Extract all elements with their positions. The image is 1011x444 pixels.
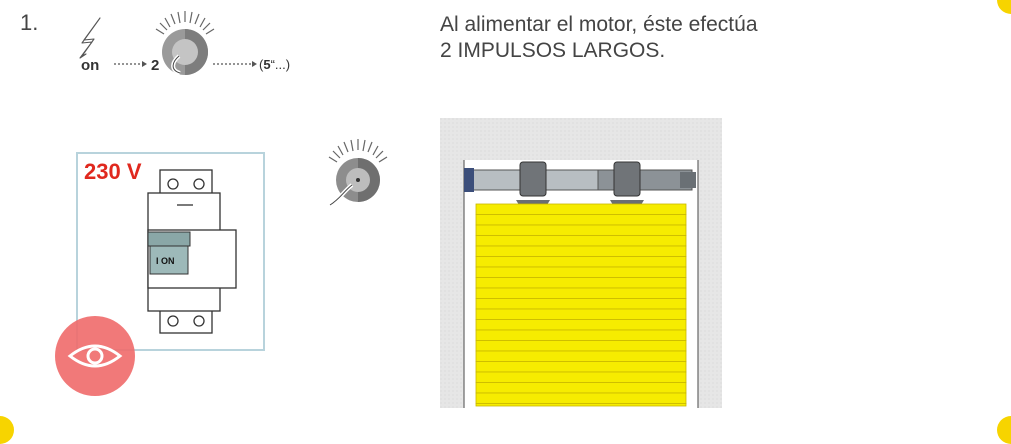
shutter-slat bbox=[475, 319, 687, 331]
eye-icon bbox=[55, 316, 135, 396]
motor-head-icon bbox=[328, 139, 388, 207]
circuit-breaker-illustration: I ON 230 V bbox=[55, 152, 265, 396]
shutter-slat bbox=[475, 361, 687, 373]
duration-value: 5 bbox=[263, 57, 270, 72]
shutter-slat bbox=[475, 298, 687, 310]
instruction-line-2: 2 IMPULSOS LARGOS. bbox=[440, 39, 666, 62]
shutter-slat bbox=[475, 392, 687, 404]
power-on-label: on bbox=[81, 57, 99, 74]
shutter-slat bbox=[475, 235, 687, 247]
shutter-slat bbox=[475, 329, 687, 341]
shutter-slat bbox=[475, 214, 687, 226]
shutter-slats bbox=[475, 203, 687, 407]
shutter-slat bbox=[475, 277, 687, 289]
shutter-slat bbox=[475, 382, 687, 394]
shutter-slat bbox=[475, 245, 687, 257]
breaker-switch-label: I ON bbox=[156, 256, 175, 266]
power-sequence: on 2 (5“...) bbox=[79, 11, 290, 75]
duration-open-paren: ( bbox=[259, 57, 264, 72]
instruction-line-1: Al alimentar el motor, éste efectúa bbox=[440, 13, 758, 36]
breaker-voltage-label: 230 V bbox=[84, 159, 142, 184]
shutter-slat bbox=[475, 203, 687, 215]
power-zigzag-icon bbox=[79, 17, 101, 59]
svg-text:(5“...): (5“...) bbox=[259, 57, 290, 72]
shutter-slat bbox=[475, 340, 687, 352]
frame-corner-top-right bbox=[997, 0, 1011, 14]
shutter-slat bbox=[475, 224, 687, 236]
shutter-slat bbox=[475, 287, 687, 299]
shutter-slat bbox=[475, 350, 687, 362]
shutter-slat bbox=[475, 371, 687, 383]
pulse-count-label: 2 bbox=[151, 57, 159, 74]
frame-corner-bottom-right bbox=[997, 416, 1011, 444]
step-instruction: Al alimentar el motor, éste efectúa 2 IM… bbox=[440, 12, 758, 64]
duration-close-paren: ) bbox=[286, 57, 290, 72]
step-number: 1. bbox=[20, 10, 39, 35]
duration-unit: “... bbox=[271, 57, 286, 72]
shutter-slat bbox=[475, 266, 687, 278]
shutter-slat bbox=[475, 403, 687, 407]
shutter-slat bbox=[475, 308, 687, 320]
motor-head-icon bbox=[155, 11, 215, 75]
shutter-slat bbox=[475, 256, 687, 268]
motor-head-pulsing-illustration bbox=[328, 139, 388, 207]
roller-shutter-illustration bbox=[440, 118, 722, 408]
